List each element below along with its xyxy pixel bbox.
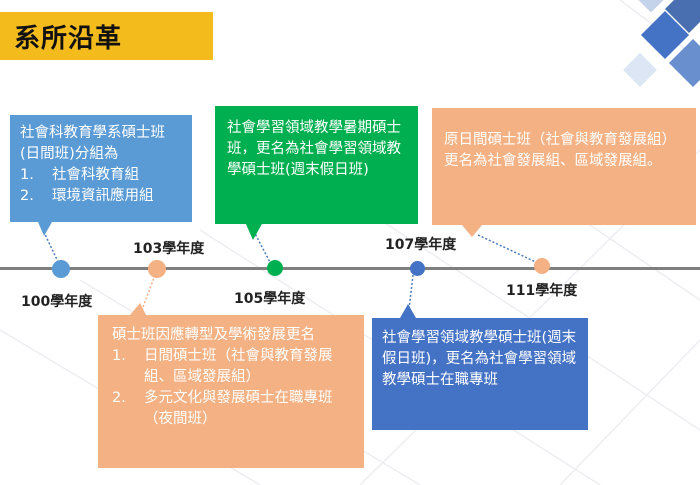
- timeline-dot-100: [52, 260, 70, 278]
- event-box-105: 社會學習領域教學暑期碩士班，更名為社會學習領域教學碩士班(週末假日班): [215, 106, 418, 224]
- year-label-107: 107學年度: [385, 237, 457, 253]
- event-box-103: 碩士班因應轉型及學術發展更名 1.日間碩士班（社會與教育發展組、區域發展組） 2…: [98, 315, 364, 468]
- timeline-axis: [0, 267, 700, 270]
- event-box-111: 原日間碩士班（社會與教育發展組）更名為社會發展組、區域發展組。: [432, 108, 696, 225]
- year-label-105: 105學年度: [234, 291, 306, 307]
- corner-diamond-pattern: [623, 0, 700, 88]
- timeline-dot-103: [148, 260, 166, 278]
- timeline-dot-111: [534, 258, 550, 274]
- event-box-107: 社會學習領域教學碩士班(週末假日班)，更名為社會學習領域教學碩士在職專班: [372, 318, 588, 430]
- event-list: 1.社會科教育組 2.環境資訊應用組: [20, 165, 182, 207]
- event-text: 社會學習領域教學碩士班(週末假日班)，更名為社會學習領域教學碩士在職專班: [382, 330, 577, 388]
- timeline-dot-105: [267, 260, 283, 276]
- page-title: 系所沿革: [14, 23, 123, 54]
- list-item: 2.環境資訊應用組: [20, 188, 154, 204]
- year-label-103: 103學年度: [133, 241, 205, 257]
- event-text: 社會科教育學系碩士班(日間班)分組為: [20, 125, 165, 162]
- year-label-100: 100學年度: [21, 294, 93, 310]
- year-label-111: 111學年度: [506, 283, 578, 299]
- event-text: 原日間碩士班（社會與教育發展組）更名為社會發展組、區域發展組。: [444, 132, 676, 169]
- event-text: 碩士班因應轉型及學術發展更名: [112, 327, 315, 343]
- list-item: 1.社會科教育組: [20, 167, 139, 183]
- timeline-dot-107: [410, 261, 425, 276]
- event-box-100: 社會科教育學系碩士班(日間班)分組為 1.社會科教育組 2.環境資訊應用組: [10, 115, 192, 222]
- list-item: 1.日間碩士班（社會與教育發展組、區域發展組）: [112, 348, 333, 385]
- list-item: 2.多元文化與發展碩士在職專班（夜間班）: [112, 390, 333, 427]
- title-bar: 系所沿革: [0, 12, 213, 60]
- event-list: 1.日間碩士班（社會與教育發展組、區域發展組） 2.多元文化與發展碩士在職專班（…: [112, 346, 350, 430]
- event-text: 社會學習領域教學暑期碩士班，更名為社會學習領域教學碩士班(週末假日班): [227, 120, 401, 178]
